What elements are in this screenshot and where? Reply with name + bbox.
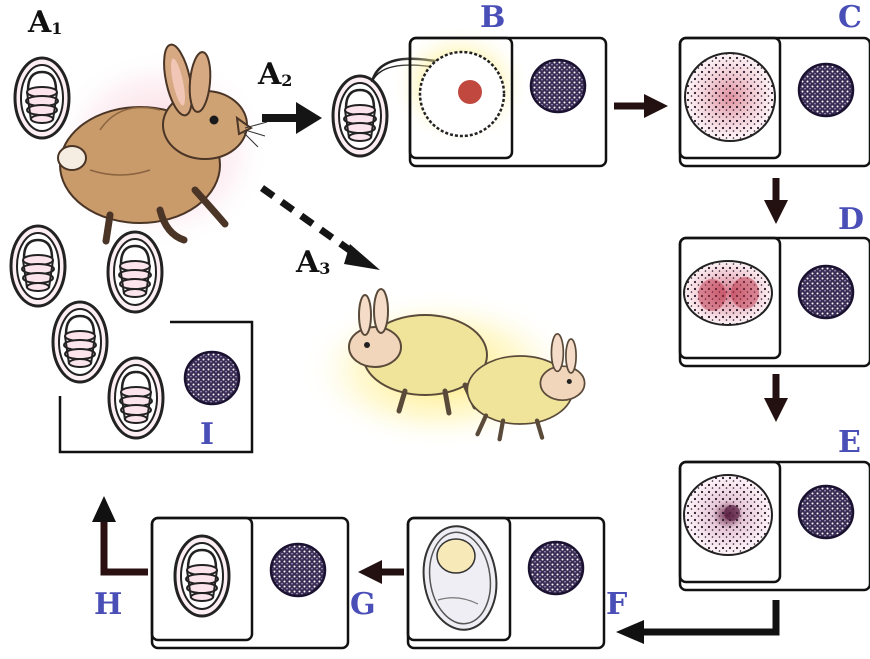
zygote-oocyst-icon	[417, 521, 503, 634]
stage-b-box	[390, 25, 606, 166]
trophozoite-cell-icon	[420, 52, 504, 136]
nucleus-icon	[799, 266, 853, 318]
oocyst-icon	[109, 358, 163, 438]
stage-f-box	[408, 518, 604, 648]
stage-i-box	[11, 226, 252, 452]
arrow-f-g	[358, 560, 404, 584]
label-e: E	[838, 428, 861, 458]
label-f: F	[606, 590, 627, 620]
nucleus-icon	[531, 60, 585, 112]
sporulating-oocyst-icon	[175, 536, 229, 616]
label-a2-main: A	[258, 57, 281, 92]
arrow-b-c	[614, 94, 668, 118]
label-a1-sub: 1	[51, 19, 62, 38]
nucleus-icon	[185, 352, 239, 404]
arrow-d-e	[764, 374, 788, 422]
stage-g-box	[152, 518, 348, 648]
label-a2: A2	[258, 60, 292, 90]
label-a3-sub: 3	[319, 259, 330, 278]
stage-d-box	[680, 238, 870, 366]
stage-c-box	[680, 38, 870, 166]
rabbit-host	[50, 42, 270, 250]
nucleus-icon	[799, 64, 853, 116]
merozoite-cell-icon	[685, 53, 775, 141]
arrow-g-h	[92, 496, 148, 572]
nucleus-icon	[529, 542, 583, 594]
nucleus-icon	[799, 486, 853, 538]
label-g: G	[350, 590, 376, 620]
label-h: H	[94, 590, 122, 620]
oocyst-icon	[333, 76, 387, 156]
dividing-cell-icon	[684, 261, 772, 325]
oocyst-icon	[11, 226, 65, 306]
arrow-e-f	[616, 600, 776, 644]
label-c: C	[838, 3, 862, 33]
label-a3: A3	[296, 248, 330, 278]
label-i: I	[200, 420, 214, 450]
label-a1-main: A	[28, 5, 51, 40]
label-a3-main: A	[296, 245, 319, 280]
rabbit-pair-icon	[300, 289, 585, 450]
nucleus-icon	[271, 544, 325, 596]
oocyst-icon	[53, 302, 107, 382]
gametocyte-cell-icon	[684, 475, 772, 555]
oocyst-icon	[108, 232, 162, 312]
stage-e-box	[680, 462, 870, 590]
oocyst-icon	[15, 58, 69, 138]
label-b: B	[480, 3, 505, 33]
label-d: D	[838, 205, 864, 235]
label-a2-sub: 2	[281, 71, 292, 90]
arrow-a2	[262, 102, 322, 134]
label-a1: A1	[28, 8, 62, 38]
arrow-c-d	[764, 178, 788, 224]
